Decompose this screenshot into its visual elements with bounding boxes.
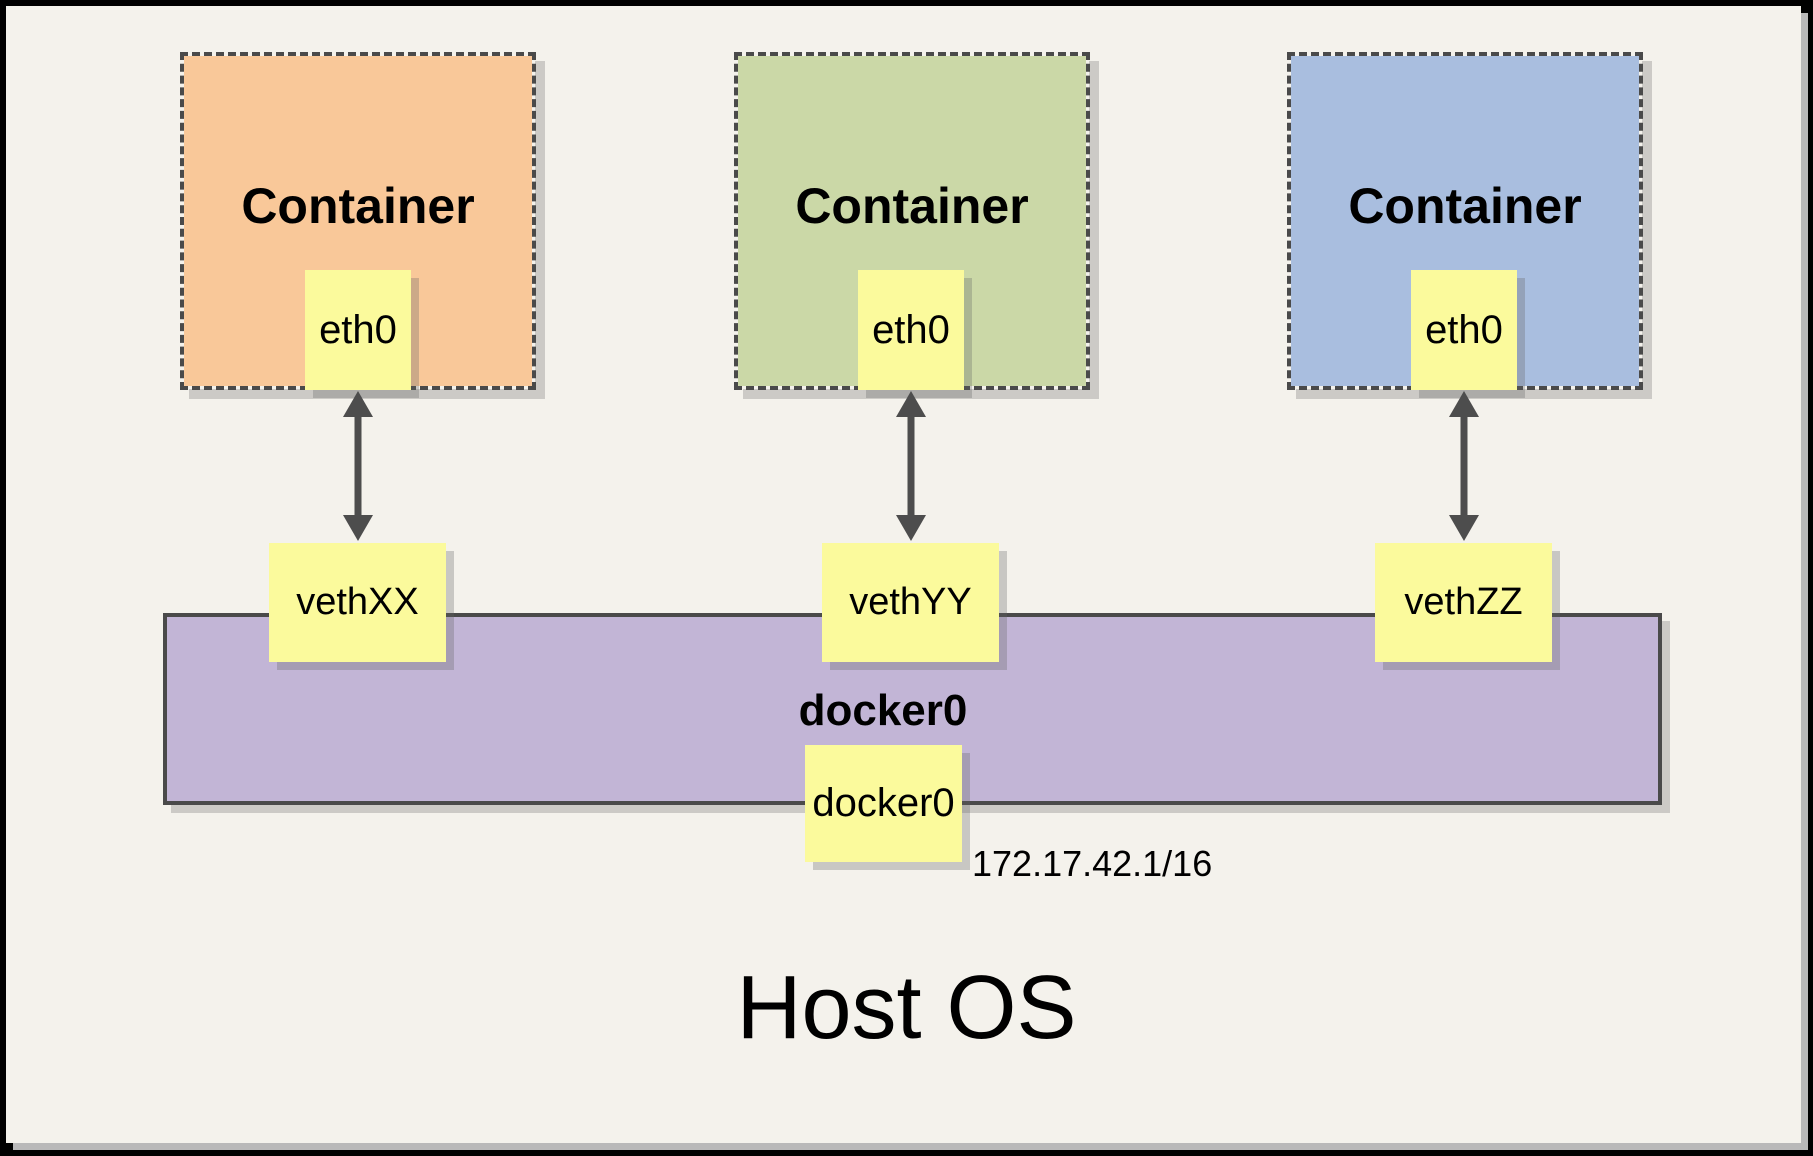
docker0-ip-address: 172.17.42.1/16 [972,843,1213,884]
eth0-interface-box-2: eth0 [858,270,964,390]
eth0-interface-box-1: eth0 [305,270,411,390]
container-title: Container [1348,178,1582,234]
veth-endpoint-box-3: vethZZ [1375,543,1552,662]
container-title: Container [241,178,475,234]
container-title: Container [795,178,1029,234]
host-os-label: Host OS [736,958,1077,1058]
veth-link-arrow-icon [343,391,373,541]
eth0-interface-box-3: eth0 [1411,270,1517,390]
veth-link-arrow-icon [1449,391,1479,541]
veth-link-arrow-icon [896,391,926,541]
docker0-bridge-title: docker0 [798,686,968,735]
veth-endpoint-box-2: vethYY [822,543,999,662]
veth-endpoint-box-1: vethXX [269,543,446,662]
docker0-interface-box: docker0 [805,745,962,862]
